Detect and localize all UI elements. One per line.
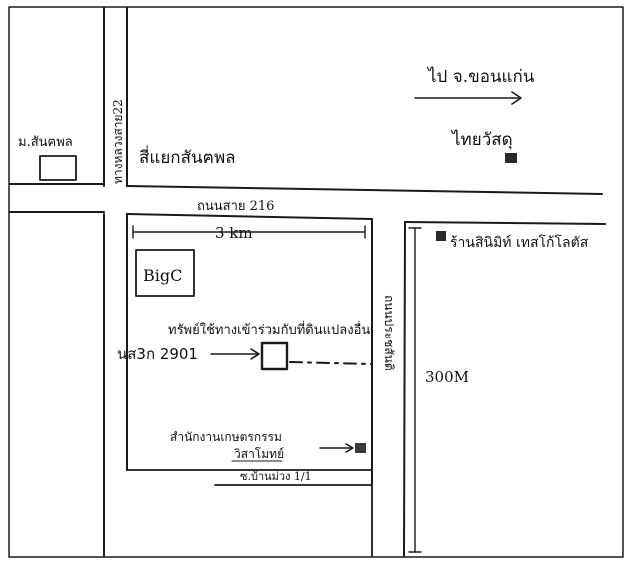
side-road-label: ถนนประชสันติ — [382, 295, 396, 371]
highway216-top-right — [126, 185, 603, 195]
soi-label: ซ.บ้านม่วง 1/1 — [240, 470, 312, 483]
distance-300m-label: 300M — [425, 368, 469, 386]
property-box — [260, 341, 289, 371]
highway216-bottom-right — [404, 221, 606, 225]
bigc-box — [135, 249, 195, 297]
highway216-bottom-middle — [126, 213, 373, 220]
highway216-label: ถนนสาย 216 — [197, 199, 274, 214]
office-arrow-head — [345, 443, 354, 453]
shop-label: ร้านสินิมิท์ เทสโก้โลตัส — [450, 234, 589, 251]
direction-label: ไป จ.ขอนแก่น — [426, 66, 535, 87]
distance-3km-label: 3 km — [215, 224, 253, 242]
access-path-line — [289, 361, 373, 365]
property-code-arrow-head — [250, 348, 260, 360]
office-label-line2: วิสาโมทย์ — [234, 447, 284, 461]
village-label: ม.สันฅพล — [18, 135, 73, 150]
office-label-line1: สำนักงานเกษตรกรรม — [170, 430, 282, 444]
property-note: ทรัพย์ใช้ทางเข้าร่วมกับที่ดินแปลงอื่น — [168, 321, 370, 338]
property-code: นส3ก 2901 — [117, 345, 198, 363]
side-road-right-edge — [403, 221, 406, 557]
bigc-label: BigC — [143, 266, 182, 285]
thaiwatsadu-label: ไทยวัสดุ — [450, 129, 513, 150]
thaiwatsadu-marker — [505, 153, 517, 163]
shop-marker — [436, 231, 446, 241]
map-frame — [8, 6, 624, 558]
office-marker — [355, 443, 366, 453]
village-marker-box — [39, 155, 77, 181]
junction-label: สี่แยกสันฅพล — [139, 145, 236, 168]
direction-arrow-head — [511, 91, 522, 105]
highway22-label: ทางหลวงสาย22 — [111, 99, 125, 184]
